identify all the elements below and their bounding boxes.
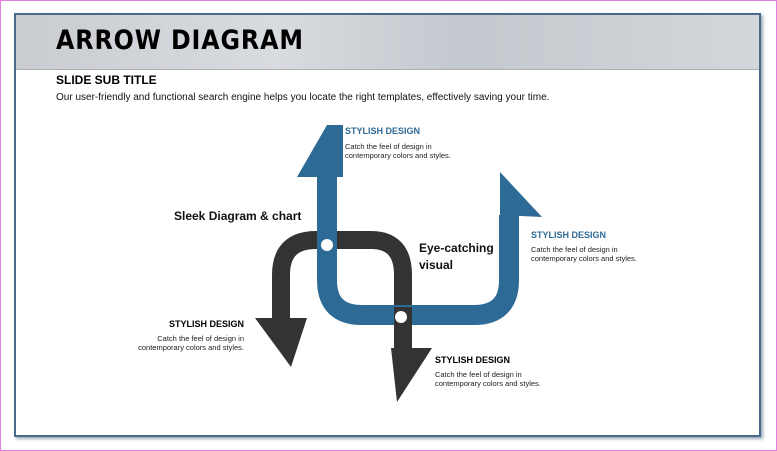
dark-arrow-left-shaft [272, 231, 336, 318]
item-top-heading: STYLISH DESIGN [345, 126, 421, 136]
blue-arrow-right-head [500, 172, 542, 217]
arrow-diagram [255, 125, 542, 402]
item-right-body: Catch the feel of design in contemporary… [531, 245, 637, 263]
junction-dot-lower [395, 311, 407, 323]
dark-arrow-left-head [255, 318, 307, 367]
blue-arrow-up-head [297, 125, 343, 177]
slide-subtitle: SLIDE SUB TITLE [56, 73, 157, 87]
center-label-left: Sleek Diagram & chart [174, 209, 302, 223]
item-left-body: Catch the feel of design in contemporary… [138, 334, 244, 352]
item-left-heading: STYLISH DESIGN [168, 319, 244, 329]
junction-dot-upper [321, 239, 333, 251]
slide: ARROW DIAGRAM SLIDE SUB TITLE Our user-f… [14, 13, 761, 437]
dark-arrow-right-head [391, 348, 432, 402]
blue-arrow-shaft [317, 177, 519, 325]
item-bottom-heading: STYLISH DESIGN [435, 355, 511, 365]
dark-arrow-right-shaft [326, 231, 412, 348]
item-top-body: Catch the feel of design in contemporary… [345, 142, 451, 160]
item-bottom-body: Catch the feel of design in contemporary… [435, 370, 541, 388]
center-label-right: Eye-catching visual [419, 241, 494, 272]
slide-title: ARROW DIAGRAM [56, 25, 304, 56]
item-right-heading: STYLISH DESIGN [531, 230, 607, 240]
title-bar: ARROW DIAGRAM [16, 15, 759, 70]
slide-description: Our user-friendly and functional search … [56, 92, 550, 103]
